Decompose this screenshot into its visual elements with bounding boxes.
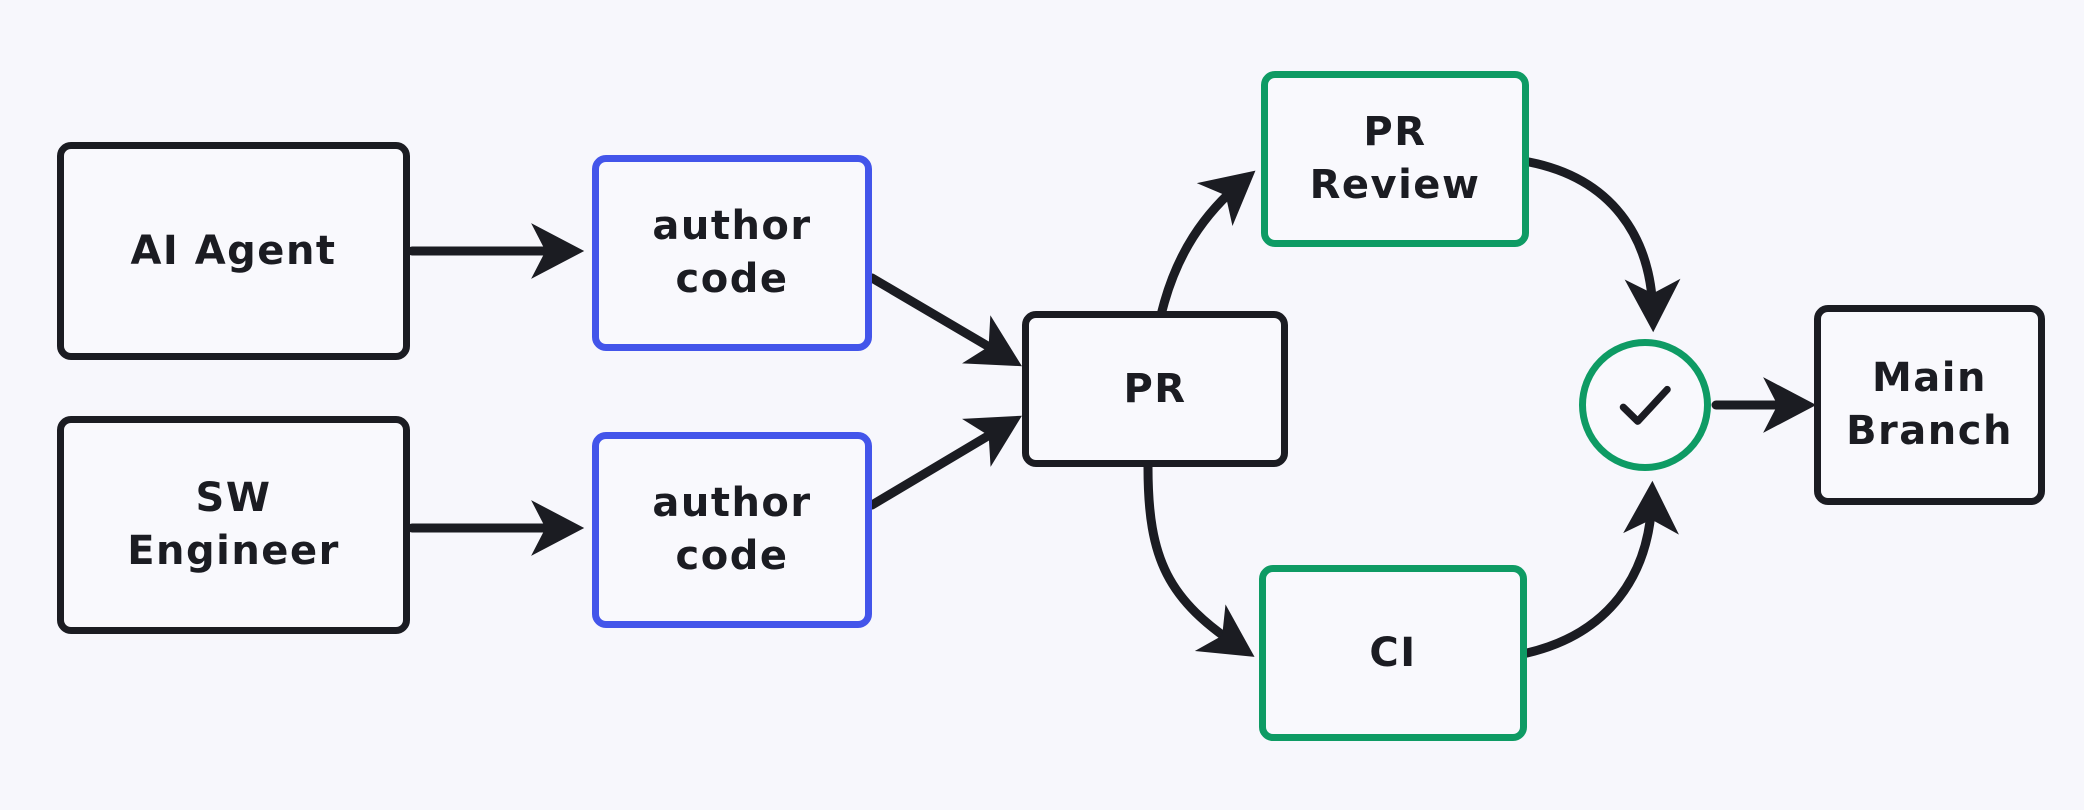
node-ai-agent-label: AI Agent — [130, 227, 337, 274]
edge-pr-review-to-check-gate — [1524, 157, 1681, 333]
node-main-branch-label: Main Branch — [1846, 355, 2013, 454]
node-author-code-bottom[interactable]: author code — [592, 432, 872, 628]
node-main-branch[interactable]: Main Branch — [1814, 305, 2045, 505]
node-pr-review[interactable]: PR Review — [1261, 71, 1529, 247]
node-ci-label: CI — [1369, 629, 1417, 676]
node-author-code-top[interactable]: author code — [592, 155, 872, 351]
node-ai-agent[interactable]: AI Agent — [57, 142, 410, 360]
check-icon — [1619, 385, 1671, 425]
node-pr[interactable]: PR — [1022, 311, 1288, 467]
node-author-code-bottom-label: author code — [652, 480, 812, 579]
node-pr-review-label: PR Review — [1309, 109, 1481, 208]
node-sw-engineer-label: SW Engineer — [127, 475, 340, 574]
edge-author-code-bottom-to-pr — [867, 415, 1022, 510]
node-pr-label: PR — [1123, 365, 1187, 412]
node-check-gate[interactable] — [1579, 339, 1711, 471]
node-author-code-top-label: author code — [652, 203, 812, 302]
edge-pr-to-ci — [1143, 462, 1255, 657]
node-sw-engineer[interactable]: SW Engineer — [57, 416, 410, 634]
edge-ci-to-check-gate — [1522, 480, 1679, 658]
edge-author-code-top-to-pr — [867, 273, 1022, 367]
node-ci[interactable]: CI — [1259, 565, 1527, 741]
